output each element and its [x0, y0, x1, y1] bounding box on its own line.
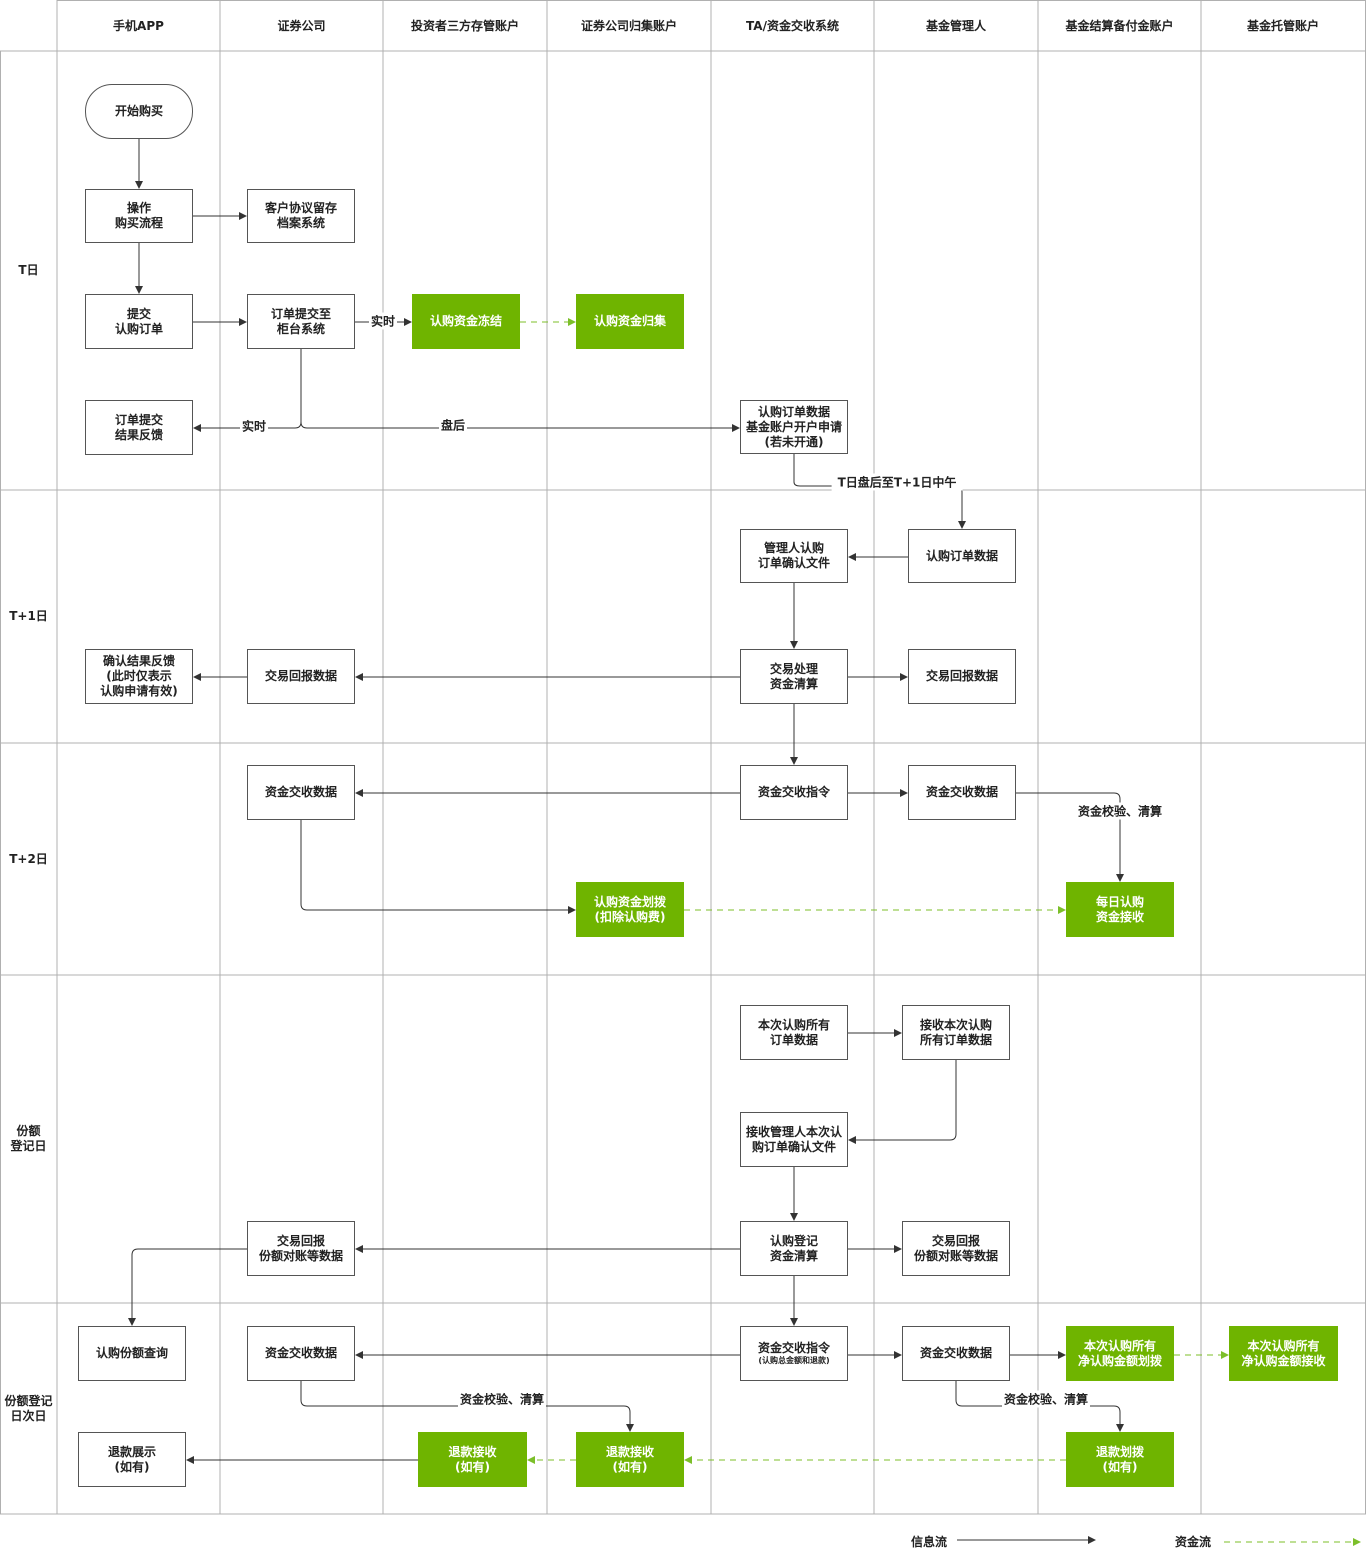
- node-confirm-result-feedback: 确认结果反馈 (此时仅表示 认购申请有效): [85, 649, 193, 704]
- column-header-investor-custody-account: 投资者三方存管账户: [410, 18, 519, 33]
- edge-counter-to-feedback: [193, 349, 302, 432]
- column-header-mobile-app: 手机APP: [113, 18, 164, 33]
- node-all-order-data: 本次认购所有 订单数据: [740, 1005, 848, 1060]
- edge-broker-report-to-share-query: [128, 1248, 247, 1326]
- column-header-fund-settlement-reserve: 基金结算备付金账户: [1065, 18, 1174, 33]
- edge-label-verify-clear-manager: 资金校验、清算: [1001, 1390, 1091, 1408]
- node-settle-data-broker-next: 资金交收数据: [247, 1326, 355, 1381]
- node-order-data-account-open: 认购订单数据 基金账户开户申请 (若未开通): [740, 400, 848, 454]
- node-net-amount-receive: 本次认购所有 净认购金额接收: [1229, 1326, 1338, 1381]
- node-settle-data-manager-t2: 资金交收数据: [908, 765, 1016, 820]
- column-header-ta-settlement-system: TA/资金交收系统: [746, 18, 839, 33]
- node-collect-funds: 认购资金归集: [576, 294, 684, 349]
- column-header-fund-manager: 基金管理人: [925, 18, 986, 33]
- row-label-t-day: T日: [18, 263, 39, 277]
- node-net-amount-transfer: 本次认购所有 净认购金额划拨: [1066, 1326, 1174, 1381]
- node-settle-data-manager-next: 资金交收数据: [902, 1326, 1010, 1381]
- node-receive-manager-confirm: 接收管理人本次认 购订单确认文件: [740, 1112, 848, 1167]
- node-trade-report-manager-t1: 交易回报数据: [908, 649, 1016, 704]
- node-trade-report-broker-t1: 交易回报数据: [247, 649, 355, 704]
- node-registration-clearing: 认购登记 资金清算: [740, 1221, 848, 1276]
- node-transfer-funds-minus-fee: 认购资金划拨 (扣除认购费): [576, 882, 684, 937]
- edge-label-verify-clear-broker: 资金校验、清算: [457, 1390, 547, 1408]
- legend-fund-flow-label: 资金流: [1175, 1535, 1212, 1549]
- node-trade-report-manager-registration: 交易回报 份额对账等数据: [902, 1221, 1010, 1276]
- edge-label-verify-clear-t2: 资金校验、清算: [1075, 802, 1165, 820]
- settle-instruction-note: (认购总金额和退款): [758, 1356, 830, 1365]
- row-label-day-after-registration: 份额登记 日次日: [4, 1393, 53, 1423]
- node-trade-process-clearing: 交易处理 资金清算: [740, 649, 848, 704]
- column-header-firm-collection-account: 证券公司归集账户: [580, 18, 677, 33]
- node-freeze-funds: 认购资金冻结: [412, 294, 520, 349]
- node-operate-purchase-flow: 操作 购买流程: [85, 189, 193, 243]
- node-submit-order: 提交 认购订单: [85, 294, 193, 349]
- node-client-agreement-archive: 客户协议留存 档案系统: [247, 189, 355, 243]
- node-settle-data-broker-t2: 资金交收数据: [247, 765, 355, 820]
- node-daily-funds-receive: 每日认购 资金接收: [1066, 882, 1174, 937]
- node-manager-order-data: 认购订单数据: [908, 529, 1016, 583]
- legend-info-flow-label: 信息流: [911, 1535, 948, 1549]
- row-label-registration-day: 份额 登记日: [10, 1124, 47, 1153]
- swimlane-grid: [0, 0, 1366, 1515]
- node-manager-confirm-file: 管理人认购 订单确认文件: [740, 529, 848, 583]
- edge-manager-to-receive-confirm: [848, 1060, 957, 1144]
- edge-label-t-to-t1-noon: T日盘后至T+1日中午: [831, 473, 963, 491]
- edge-manager-settle-to-daily-receive: [1016, 792, 1124, 882]
- node-trade-report-broker-registration: 交易回报 份额对账等数据: [247, 1221, 355, 1276]
- node-refund-receive-investor: 退款接收 (如有): [418, 1432, 527, 1487]
- node-start-purchase: 开始购买: [85, 84, 193, 139]
- node-order-result-feedback: 订单提交 结果反馈: [85, 400, 193, 455]
- node-share-query: 认购份额查询: [78, 1326, 186, 1381]
- row-label-t1-day: T+1日: [9, 609, 48, 623]
- edge-label-realtime-feedback: 实时: [239, 417, 269, 435]
- node-settle-instruction-t2: 资金交收指令: [740, 765, 848, 820]
- node-refund-show: 退款展示 (如有): [78, 1432, 186, 1487]
- node-order-to-counter-system: 订单提交至 柜台系统: [247, 294, 355, 349]
- column-header-securities-firm: 证券公司: [277, 18, 326, 33]
- edge-ta-to-manager-t1: [793, 454, 966, 529]
- edge-broker-settle-to-transfer: [300, 820, 576, 914]
- node-refund-transfer: 退款划拨 (如有): [1066, 1432, 1174, 1487]
- settle-instruction-title: 资金交收指令: [757, 1341, 830, 1355]
- edge-label-after-close: 盘后: [438, 416, 468, 434]
- edge-label-realtime-freeze: 实时: [368, 312, 398, 330]
- node-settle-instruction-next: 资金交收指令 (认购总金额和退款): [740, 1326, 848, 1381]
- row-label-t2-day: T+2日: [9, 851, 48, 866]
- edge-counter-to-ta: [300, 421, 740, 432]
- node-refund-receive-collection: 退款接收 (如有): [576, 1432, 684, 1487]
- node-manager-receive-all-orders: 接收本次认购 所有订单数据: [902, 1005, 1010, 1060]
- column-header-fund-custody-account: 基金托管账户: [1246, 18, 1319, 33]
